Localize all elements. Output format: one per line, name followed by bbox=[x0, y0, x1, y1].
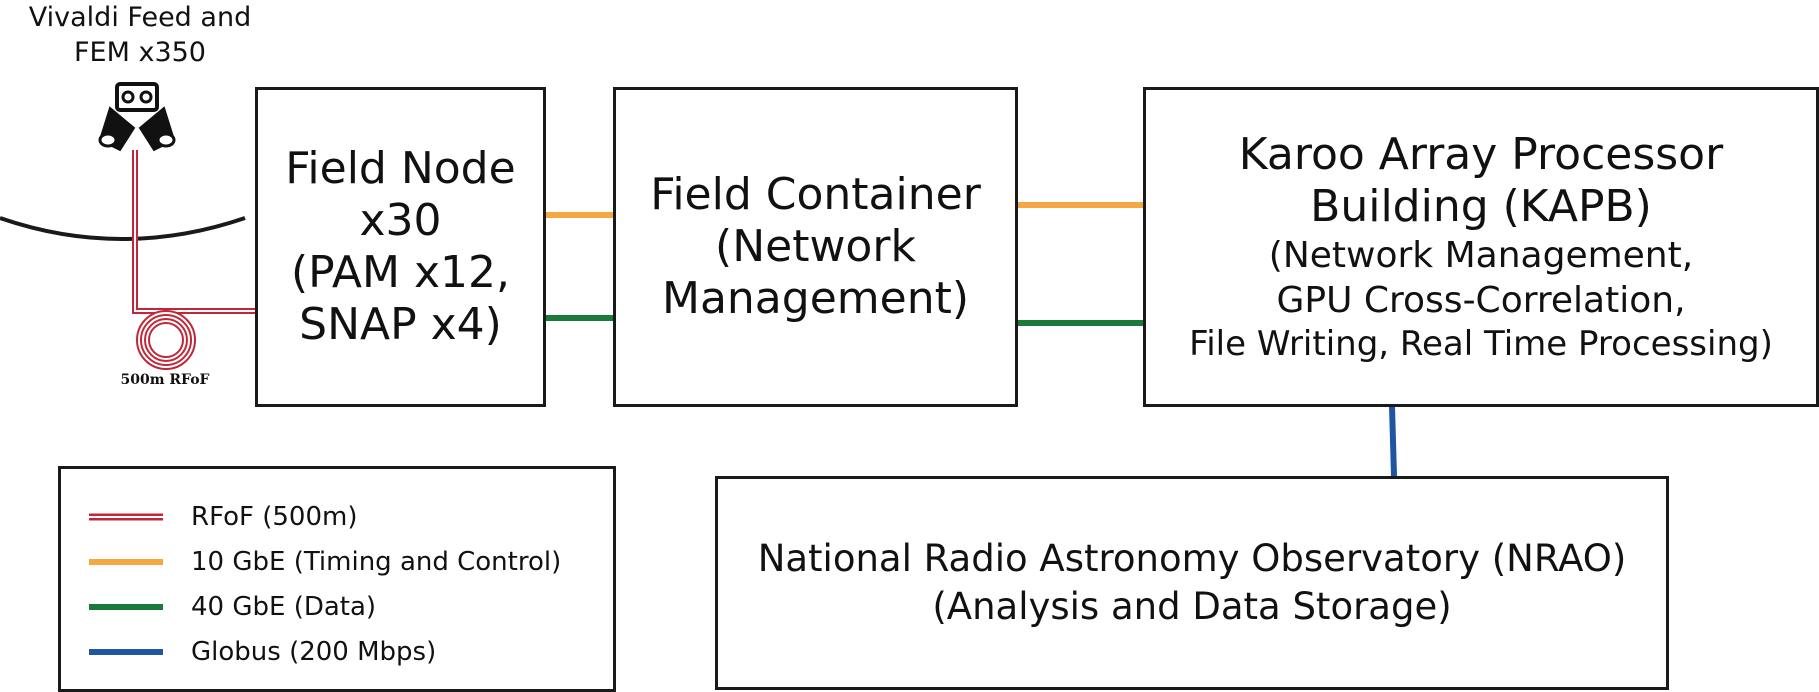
feed-label: Vivaldi Feed and FEM x350 bbox=[0, 0, 280, 70]
legend-swatch-data bbox=[89, 604, 163, 610]
legend-swatch-rfof bbox=[89, 513, 163, 521]
nrao-line: (Analysis and Data Storage) bbox=[932, 585, 1452, 628]
field-node-box: Field Node x30 (PAM x12, SNAP x4) bbox=[255, 87, 546, 407]
kapb-box: Karoo Array Processor Building (KAPB) (N… bbox=[1143, 87, 1819, 407]
legend-swatch-globus bbox=[89, 649, 163, 655]
kapb-title-line: Karoo Array Processor bbox=[1238, 128, 1724, 180]
legend-swatch-timing bbox=[89, 559, 163, 565]
globus-link-kapb-nrao bbox=[1389, 405, 1397, 477]
kapb-title-line: Building (KAPB) bbox=[1310, 180, 1652, 232]
legend: RFoF (500m) 10 GbE (Timing and Control) … bbox=[58, 466, 616, 692]
kapb-detail-line: File Writing, Real Time Processing) bbox=[1189, 323, 1773, 364]
field-node-line: x30 bbox=[359, 195, 442, 247]
rfof-cable bbox=[132, 150, 255, 370]
legend-item-rfof: RFoF (500m) bbox=[89, 499, 357, 535]
field-container-line: (Network bbox=[715, 221, 916, 273]
field-container-line: Field Container bbox=[650, 169, 981, 221]
field-node-line: SNAP x4) bbox=[299, 298, 502, 350]
field-container-box: Field Container (Network Management) bbox=[613, 87, 1018, 407]
kapb-detail-line: (Network Management, bbox=[1268, 234, 1694, 276]
legend-label-rfof: RFoF (500m) bbox=[191, 502, 358, 532]
vivaldi-feed-icon bbox=[98, 82, 176, 152]
rfof-cable-label: 500m RFoF bbox=[120, 372, 210, 388]
field-node-line: Field Node bbox=[285, 143, 516, 195]
feed-label-line-1: Vivaldi Feed and bbox=[28, 2, 252, 33]
legend-label-globus: Globus (200 Mbps) bbox=[191, 637, 437, 667]
legend-item-data: 40 GbE (Data) bbox=[89, 589, 376, 625]
legend-item-timing: 10 GbE (Timing and Control) bbox=[89, 544, 561, 580]
feed-label-line-2: FEM x350 bbox=[74, 37, 206, 69]
nrao-box: National Radio Astronomy Observatory (NR… bbox=[715, 476, 1669, 690]
kapb-detail-line: GPU Cross-Correlation, bbox=[1276, 279, 1686, 321]
legend-item-globus: Globus (200 Mbps) bbox=[89, 634, 436, 670]
field-container-line: Management) bbox=[661, 272, 969, 324]
nrao-line: National Radio Astronomy Observatory (NR… bbox=[757, 536, 1627, 580]
legend-label-data: 40 GbE (Data) bbox=[191, 592, 377, 622]
legend-label-timing: 10 GbE (Timing and Control) bbox=[191, 547, 562, 577]
field-node-line: (PAM x12, bbox=[291, 247, 510, 298]
dish-arc bbox=[0, 216, 246, 241]
